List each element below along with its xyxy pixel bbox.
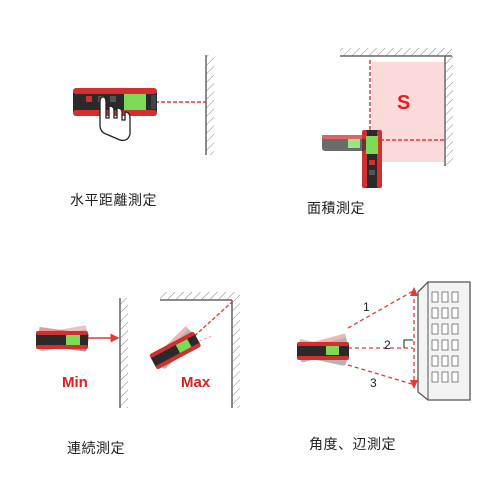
max-label: Max — [181, 374, 211, 391]
area-symbol-label: S — [397, 92, 411, 114]
caption-area: 面積測定 — [307, 201, 365, 217]
panel-continuous — [36, 292, 240, 408]
right-angle-mark — [403, 339, 413, 348]
area-region — [372, 62, 444, 162]
caption-continuous: 連続測定 — [67, 441, 125, 457]
laser-distance-meter-ghost — [322, 135, 366, 151]
corner-wall — [160, 292, 240, 408]
building — [417, 281, 471, 401]
wall — [119, 298, 128, 408]
marker-3: 3 — [370, 376, 377, 390]
laser-distance-meter-right — [149, 326, 201, 369]
panel-angle-side — [296, 281, 471, 401]
wall — [205, 55, 214, 155]
marker-1: 1 — [363, 300, 370, 314]
ceiling-wall — [340, 48, 452, 57]
laser-distance-meter — [73, 88, 157, 116]
marker-2: 2 — [384, 338, 391, 352]
laser-distance-meter — [296, 333, 350, 366]
panel-area — [322, 48, 453, 188]
laser-beam-max — [189, 301, 233, 341]
caption-angle-side: 角度、辺測定 — [309, 437, 396, 453]
hand-icon — [99, 96, 131, 142]
side-wall — [444, 56, 453, 166]
min-label: Min — [62, 374, 88, 391]
laser-beam-3 — [347, 364, 416, 386]
laser-beam-mid — [189, 335, 213, 346]
laser-distance-meter-left — [36, 325, 90, 352]
panel-horizontal-distance — [73, 55, 214, 155]
laser-beam-1 — [347, 289, 416, 329]
caption-horizontal-distance: 水平距離測定 — [70, 193, 157, 209]
